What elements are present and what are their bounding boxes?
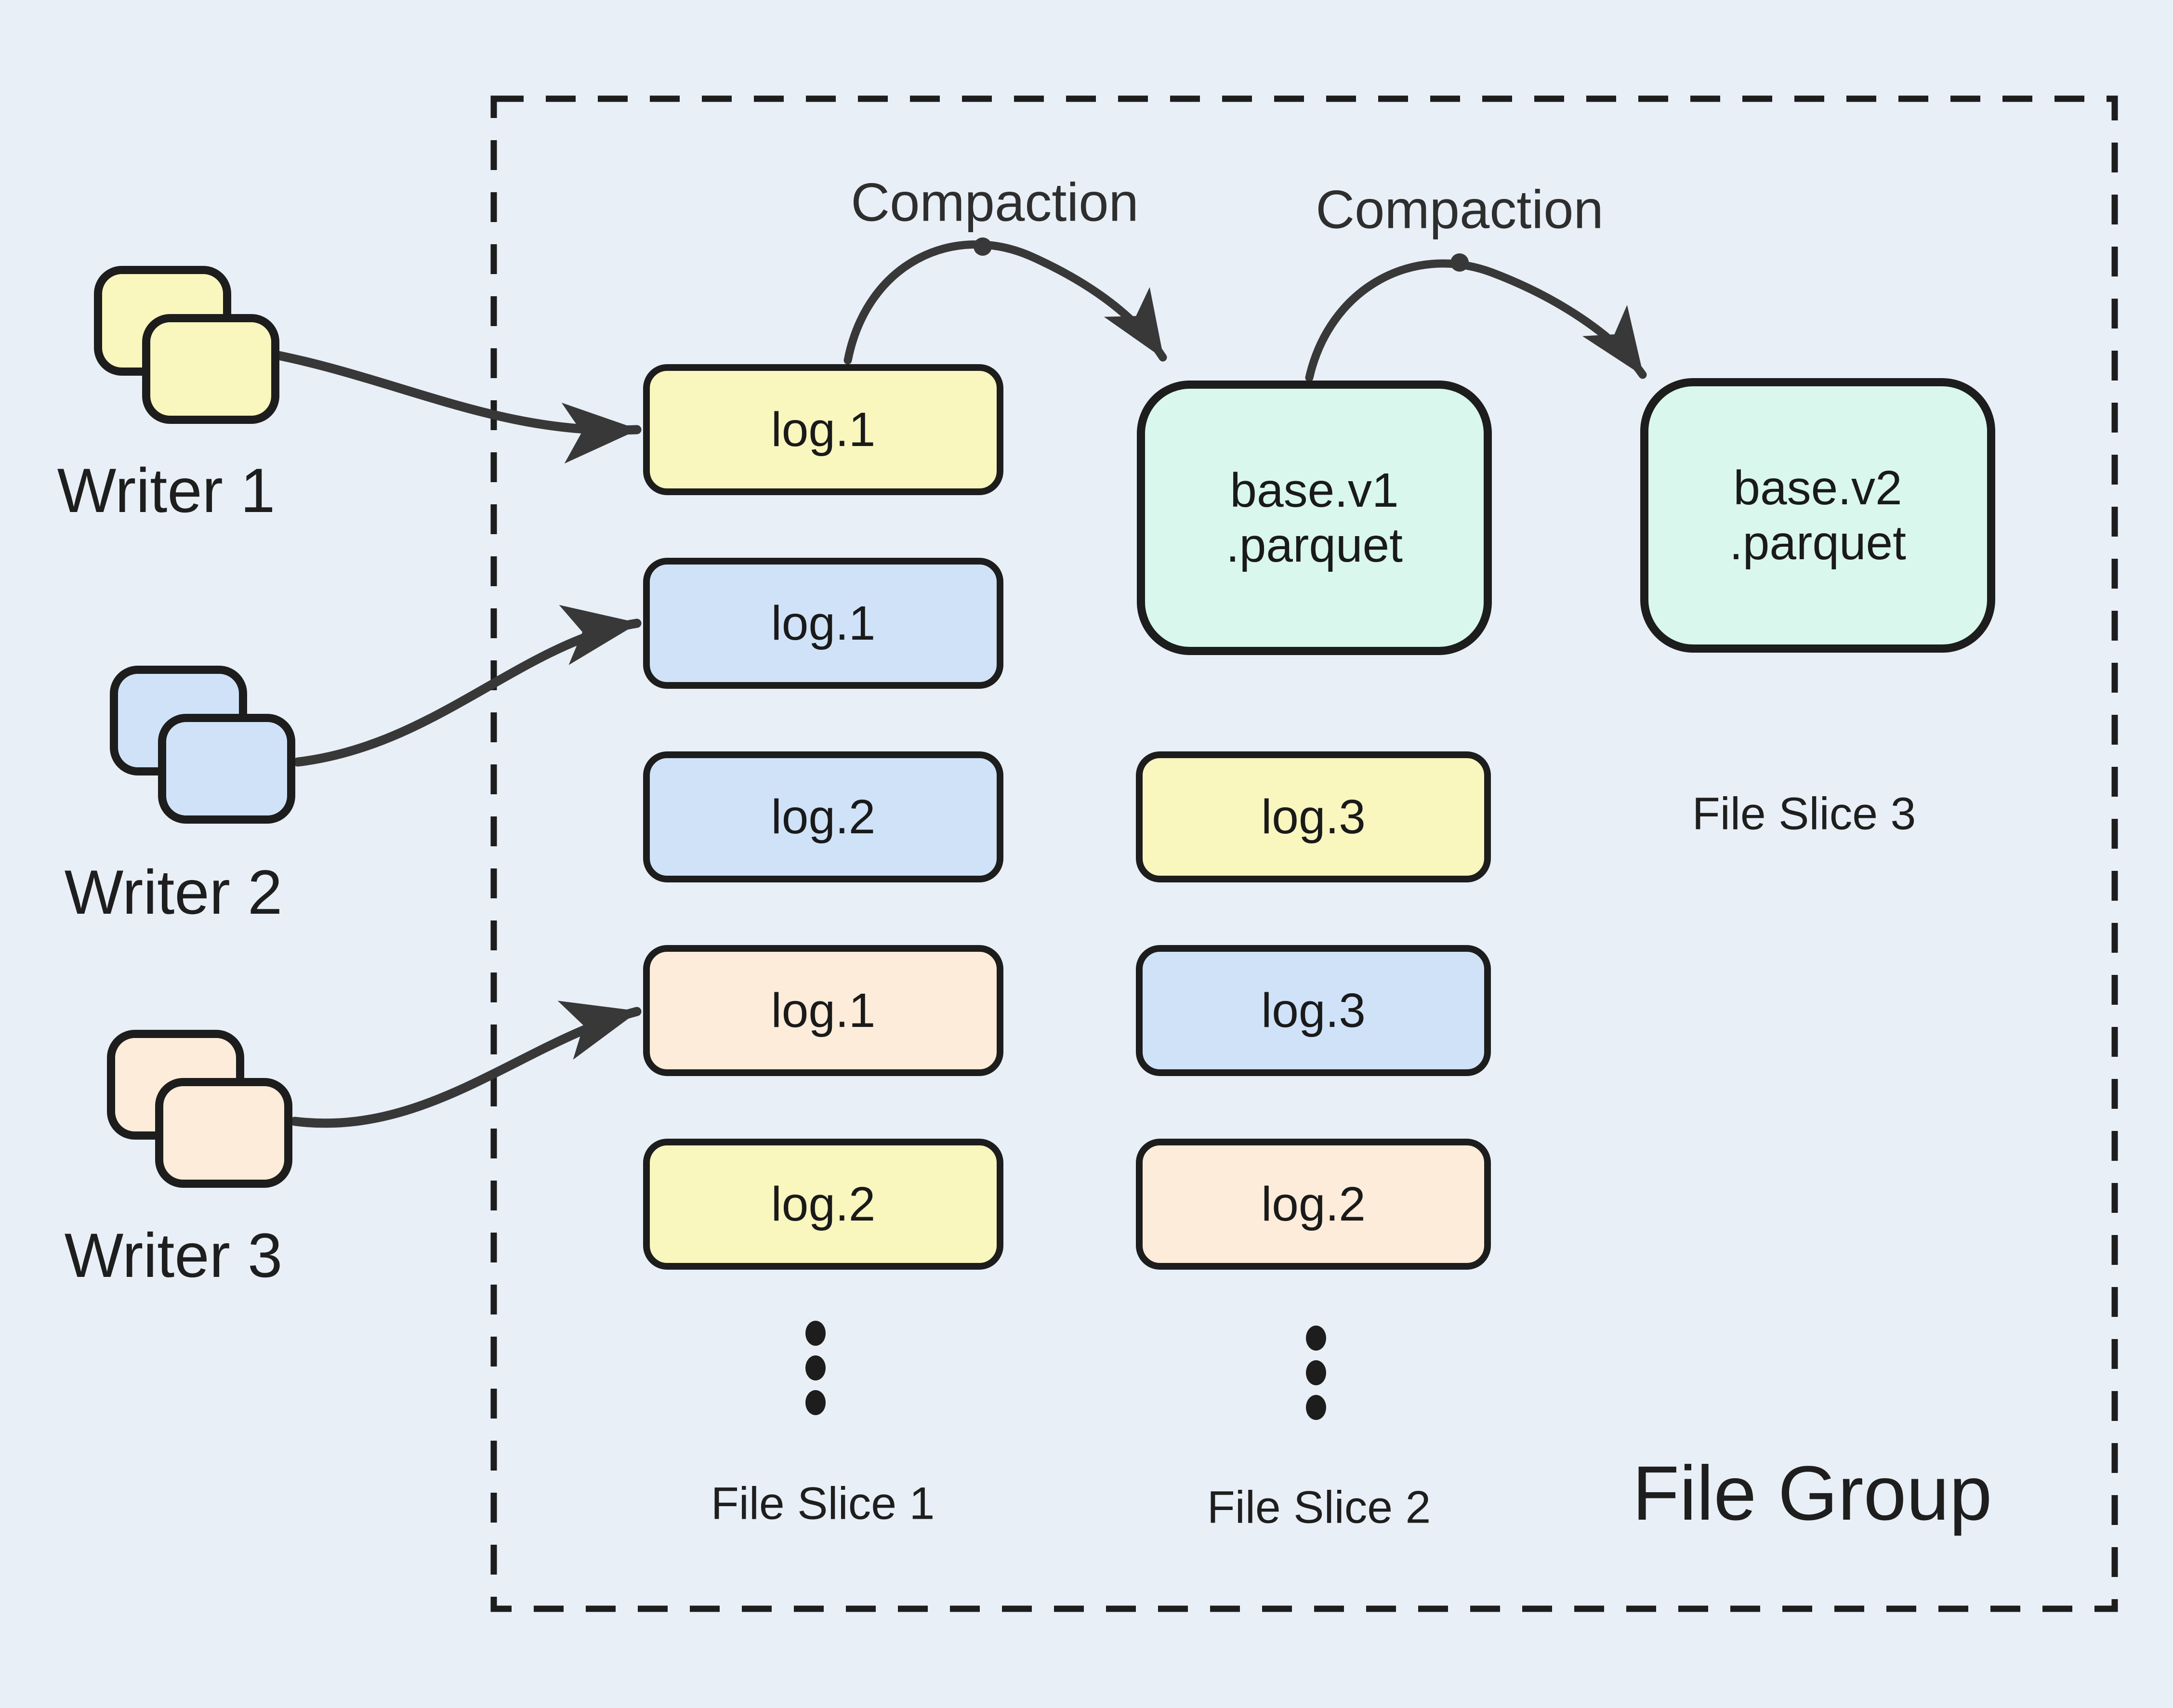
log-file-box-slice1-log1b: log.1: [643, 558, 1003, 689]
file-slice-2-label: File Slice 2: [1207, 1482, 1431, 1533]
compaction-arc-1: [843, 240, 1167, 365]
log-file-box-slice2-log2p: log.2: [1136, 1139, 1491, 1270]
log-file-label: log.2: [771, 1177, 876, 1231]
writer-1-arrow: [274, 351, 642, 464]
compaction-arc-1-dot: [974, 237, 992, 256]
log-file-label: log.3: [1261, 983, 1366, 1038]
writer-2-files-front-icon: [158, 714, 295, 824]
ellipsis-slice1-icon: [805, 1321, 826, 1415]
ellipsis-slice2-icon: [1306, 1326, 1326, 1420]
file-group-label: File Group: [1632, 1450, 1992, 1536]
writer-2-arrow: [293, 604, 642, 767]
base-file-box-v2: base.v2 .parquet: [1640, 378, 1995, 653]
log-file-label: log.3: [1261, 789, 1366, 844]
base-file-name-line2: .parquet: [1226, 518, 1403, 572]
file-slice-3-label: File Slice 3: [1692, 788, 1916, 840]
compaction-arc-2-dot: [1450, 253, 1469, 272]
writer-1-files-front-icon: [142, 314, 279, 424]
log-file-box-slice2-log3b: log.3: [1136, 945, 1491, 1076]
base-file-name-line1: base.v1: [1230, 463, 1399, 517]
compaction-label-2: Compaction: [1316, 179, 1604, 240]
log-file-label: log.1: [771, 983, 876, 1038]
base-file-name-line1: base.v2: [1733, 461, 1902, 515]
base-file-box-v1: base.v1 .parquet: [1137, 381, 1492, 655]
log-file-box-slice2-log3y: log.3: [1136, 751, 1491, 882]
writer-2-label: Writer 2: [64, 857, 283, 927]
log-file-box-slice1-log1p: log.1: [643, 945, 1003, 1076]
log-file-label: log.2: [1261, 1177, 1366, 1231]
writer-3-label: Writer 3: [64, 1220, 283, 1290]
log-file-box-slice1-log1: log.1: [643, 364, 1003, 495]
compaction-label-1: Compaction: [851, 172, 1139, 233]
writer-1-label: Writer 1: [57, 455, 276, 526]
log-file-label: log.1: [771, 402, 876, 457]
writer-3-files-front-icon: [155, 1078, 292, 1188]
log-file-box-slice1-log2y: log.2: [643, 1139, 1003, 1270]
file-slice-1-label: File Slice 1: [711, 1478, 935, 1529]
base-file-name-line2: .parquet: [1729, 516, 1906, 570]
writer-3-arrow: [290, 1000, 642, 1128]
compaction-arc-2: [1305, 259, 1647, 382]
log-file-label: log.1: [771, 596, 876, 650]
log-file-label: log.2: [771, 789, 876, 844]
log-file-box-slice1-log2b: log.2: [643, 751, 1003, 882]
